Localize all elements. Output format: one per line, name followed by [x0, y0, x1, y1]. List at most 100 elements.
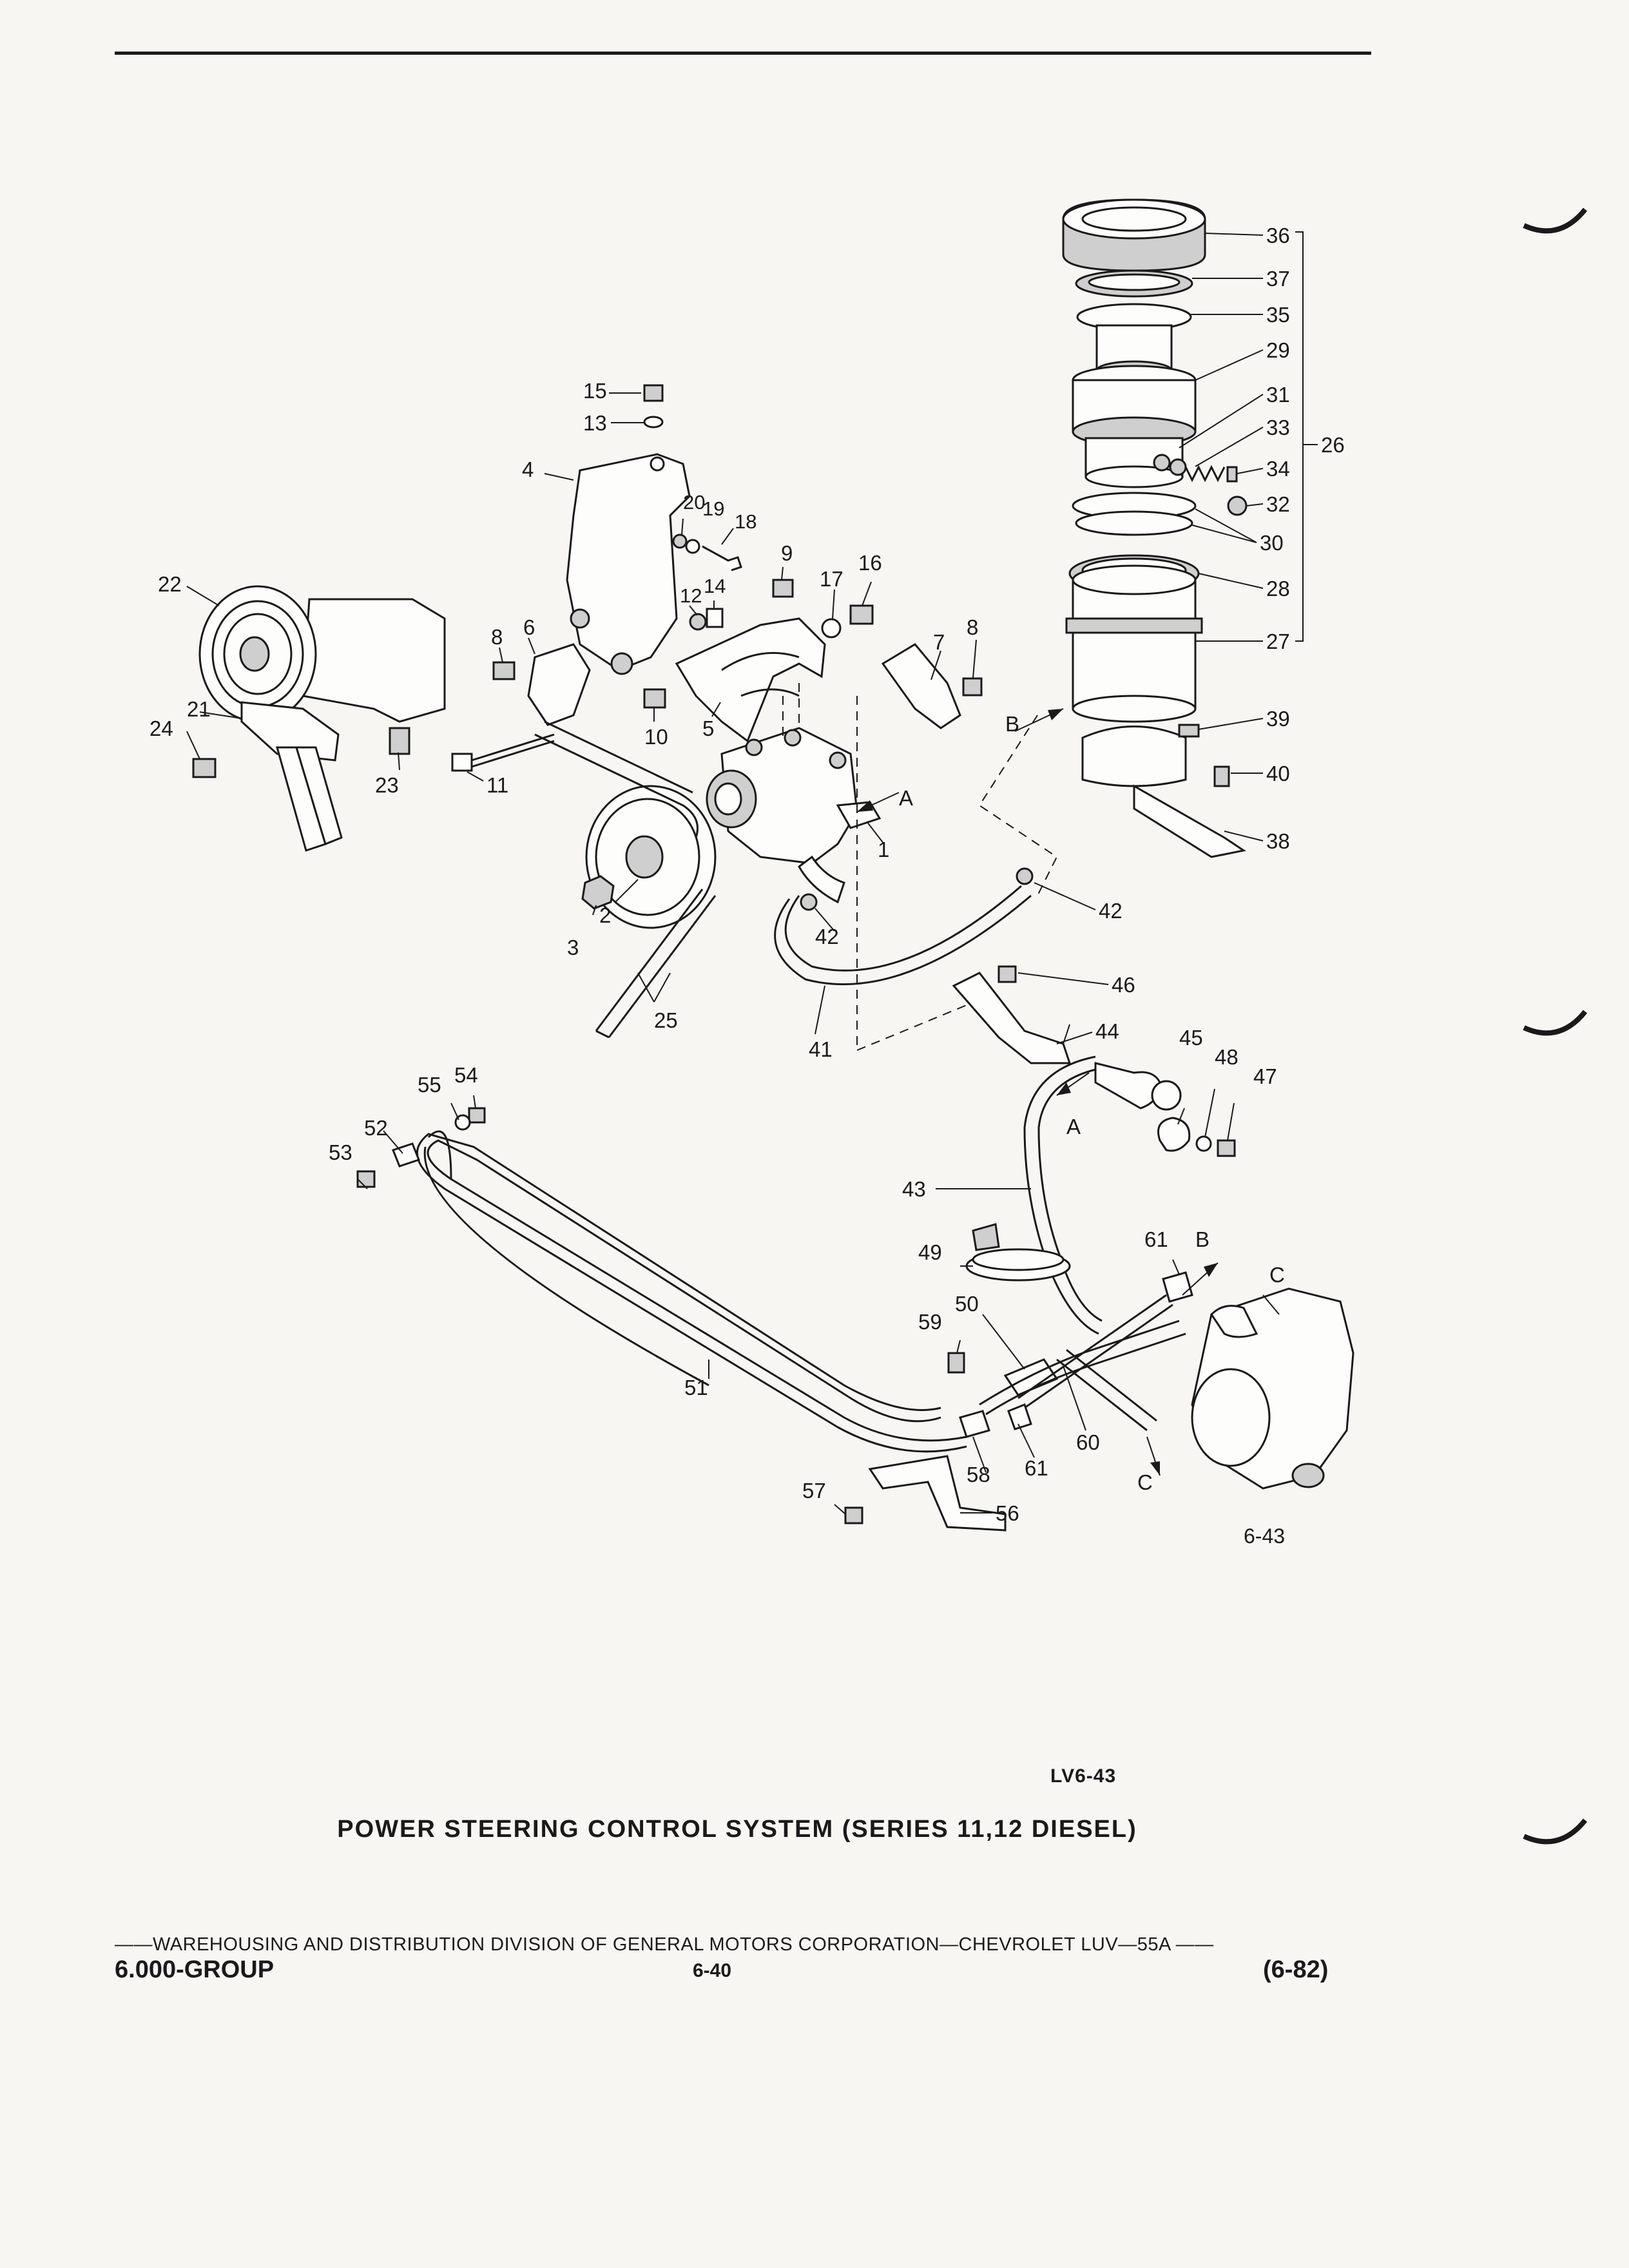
footer-date: (6-82): [1263, 1956, 1329, 1983]
callout-45: 45: [1179, 1026, 1203, 1050]
callout-34: 34: [1266, 457, 1290, 481]
callout-17: 17: [820, 567, 843, 591]
callout-5: 5: [702, 716, 714, 740]
footer-group: 6.000-GROUP: [115, 1956, 275, 1983]
part-45-clamp: [1157, 1117, 1191, 1152]
callout-47: 47: [1253, 1064, 1277, 1088]
callout-8: 8: [491, 625, 503, 649]
part-2-pulley: [585, 785, 717, 929]
footer-division-line: ——WAREHOUSING AND DISTRIBUTION DIVISION …: [115, 1934, 1214, 1955]
callout-57: 57: [802, 1479, 826, 1503]
part-48-washer: [1195, 1135, 1212, 1152]
hose-43-pressure: [1023, 1055, 1182, 1335]
callout-10: 10: [644, 725, 668, 749]
diagram-code: LV6-43: [1050, 1765, 1117, 1787]
edge-mark-top: [1523, 207, 1588, 234]
part-37-seal: [1075, 269, 1193, 298]
callout-61-upper: 61: [1144, 1227, 1168, 1251]
part-8-bolt-right: [962, 677, 983, 697]
part-5-adjust-bracket: [675, 617, 826, 743]
part-49-clamp: [965, 1223, 1071, 1282]
callout-40: 40: [1266, 762, 1290, 785]
callout-28: 28: [1266, 577, 1290, 601]
flow-label-a-hose: A: [1066, 1115, 1081, 1139]
callout-8-right: 8: [967, 615, 978, 639]
footer-page-number: 6-40: [693, 1960, 732, 1981]
callout-46: 46: [1112, 973, 1135, 997]
callout-12: 12: [680, 584, 702, 607]
flow-label-c-gear: C: [1269, 1263, 1285, 1287]
callout-3: 3: [567, 936, 579, 959]
part-61-fitting-upper: [1162, 1271, 1193, 1303]
part-31-33-valve: [1084, 437, 1187, 488]
callout-41: 41: [809, 1037, 833, 1061]
part-57-bolt: [844, 1506, 863, 1524]
callout-22: 22: [158, 572, 182, 596]
part-12-14-spacers: [689, 608, 724, 631]
line-51-return: [416, 1130, 967, 1453]
flow-label-b-reservoir: B: [1005, 712, 1019, 736]
callout-7: 7: [933, 630, 945, 654]
idler-assembly: [192, 585, 446, 852]
flow-arrows: [856, 708, 1280, 1476]
callout-55: 55: [418, 1073, 441, 1097]
part-steering-gear: [1191, 1287, 1354, 1490]
callout-11: 11: [487, 773, 508, 797]
callout-59: 59: [918, 1310, 942, 1334]
edge-mark-bottom: [1523, 1818, 1588, 1845]
part-58-fitting: [959, 1410, 990, 1438]
callout-33: 33: [1266, 416, 1290, 439]
part-4-bracket: [566, 453, 691, 675]
callout-26: 26: [1321, 433, 1345, 457]
callout-labels: 36 37 35 29 31 33 26 34 32 30 28 27 39 4…: [149, 224, 1345, 1548]
callout-35: 35: [1266, 303, 1290, 327]
figure-ref: 6-43: [1244, 1524, 1285, 1548]
part-29-housing-top: [1072, 365, 1197, 447]
callout-52: 52: [364, 1116, 388, 1140]
callout-50: 50: [955, 1292, 979, 1316]
callout-23: 23: [375, 773, 399, 797]
part-44-bracket: [952, 965, 1072, 1064]
part-6-plate: [527, 643, 591, 726]
line-60-hose: [979, 1294, 1186, 1432]
part-10-bolt: [643, 688, 666, 709]
part-17-16-bolt: [821, 604, 874, 639]
part-11-long-bolt: [451, 733, 555, 772]
part-34-spring: [1184, 465, 1238, 483]
callout-44: 44: [1095, 1019, 1119, 1043]
callout-49: 49: [918, 1240, 942, 1264]
callout-13: 13: [583, 411, 607, 435]
flow-label-b-gear: B: [1195, 1227, 1210, 1251]
pump-assembly: [451, 384, 983, 1039]
part-20-19-18-bolt-stack: [672, 533, 742, 572]
callout-42-left: 42: [815, 925, 839, 948]
part-38-bracket: [1081, 726, 1246, 858]
callout-6: 6: [523, 615, 535, 639]
callout-31: 31: [1266, 383, 1290, 407]
callout-54: 54: [454, 1063, 478, 1087]
callout-29: 29: [1266, 338, 1290, 362]
part-36-cap: [1062, 198, 1206, 272]
callout-14: 14: [704, 575, 726, 597]
callout-58: 58: [967, 1463, 990, 1486]
page-title: POWER STEERING CONTROL SYSTEM (SERIES 11…: [337, 1816, 1137, 1843]
top-rule: [115, 52, 1371, 55]
flow-label-a-pump: A: [899, 786, 913, 810]
callout-60: 60: [1076, 1430, 1100, 1454]
callout-15: 15: [583, 379, 607, 403]
part-55-washer: [454, 1114, 471, 1131]
callout-32: 32: [1266, 492, 1290, 516]
part-27-reservoir-body: [1065, 564, 1203, 723]
part-39-bolt: [1178, 724, 1200, 738]
callout-56: 56: [996, 1501, 1019, 1525]
callout-9: 9: [781, 541, 793, 565]
part-59-bolt: [947, 1352, 965, 1374]
callout-1: 1: [878, 838, 889, 861]
part-3-nut: [581, 875, 615, 910]
leader-lines: [186, 233, 1264, 1515]
part-54-nut: [468, 1107, 486, 1124]
callout-42-right: 42: [1099, 899, 1123, 923]
part-40-bolt: [1213, 765, 1230, 787]
part-15-nut: [643, 384, 664, 402]
